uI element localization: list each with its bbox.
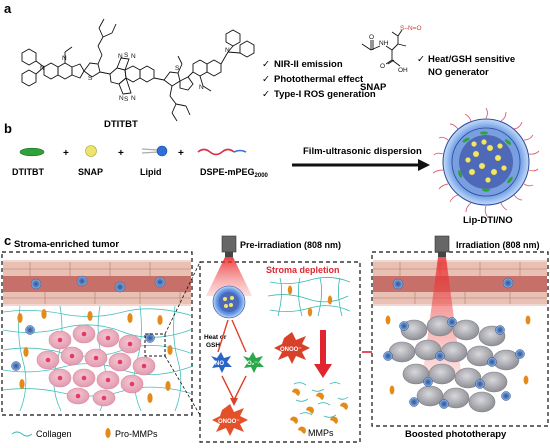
onoo-starburst-icon [212,404,248,436]
big-red-down-arrow-icon [314,364,332,378]
dtitbt-particle-icon [19,147,45,157]
panel-c: c Stroma-enriched tumor [1,233,549,443]
feature-item: ✓ Type-I ROS generation [262,89,376,100]
atom-oh: OH [398,67,408,74]
atom-n-left: N [40,65,45,72]
dspe-mpeg-subscript: 2000 [255,173,269,179]
heat-gsh-line1: Heat or [204,334,227,341]
atom-s-core-2: S [124,96,129,103]
snap-atom-labels: O NH O OH S–N=O [369,25,422,74]
mid-nanoparticle [212,285,246,319]
mid-title: Pre-irradiation (808 nm) [240,240,341,250]
arrow-to-no-icon [217,319,229,353]
no-starburst-icon [211,352,232,373]
check-mark-icon: ✓ [417,54,425,65]
feature-item: ✓ Photothermal effect [262,74,364,85]
atom-o: O [369,34,374,41]
component-label: Lipid [140,167,162,177]
liposome-nanoparticle [432,107,540,217]
product-label: Lip-DTI/NO [463,215,513,226]
o2-label: O₂⁻· [247,361,260,367]
laser-device-icon [221,235,237,253]
atom-n-carbazole-right: N [199,84,204,91]
plus-sign: + [63,148,69,159]
compound-dtitbt-label: DTITBT [104,119,138,130]
mmps-legend-icon [298,426,306,434]
left-title: Stroma-enriched tumor [14,239,119,250]
promm-legend-icon [105,428,111,438]
atom-s-core-1: S [124,52,129,59]
stroma-tumor-box [1,251,201,416]
snap-description-line2: NO generator [428,67,489,78]
stroma-depletion-label: Stroma depletion [266,265,340,275]
check-mark-icon: ✓ [262,89,270,100]
no-label: NO [215,361,224,367]
atom-o: O [380,63,385,70]
compound-snap-label: SNAP [360,82,387,93]
dtitbt-structure [21,18,255,122]
dspe-mpeg-icon [197,148,235,156]
feature-text: Type-I ROS generation [274,89,376,100]
panel-b-label: b [4,121,12,136]
onoo-starburst-icon [274,332,310,364]
heat-gsh-line2: GSH [206,342,220,349]
check-mark-icon: ✓ [262,59,270,70]
atom-nh: NH [379,40,389,47]
feature-item: ✓ NIR-II emission [262,59,343,70]
snap-structure [361,29,407,67]
laser-device-icon [434,235,450,253]
atom-n-right: N [225,47,230,54]
dspe-mpeg-name: DSPE-mPEG [200,167,255,177]
atom-s-thiophene-right: S [175,65,180,72]
collagen-legend-icon [11,431,33,437]
atom-n-carbazole-left: N [62,55,67,62]
panel-c-label: c [4,233,11,248]
panel-a: a [4,1,515,130]
right-title: Irradiation (808 nm) [456,240,540,250]
arrow-to-o2-icon [231,319,247,353]
atom-n-core-1: N [118,53,123,60]
atom-n-core-3: N [119,95,124,102]
pre-irradiation-box: Pre-irradiation (808 nm) Stroma depletio… [199,235,361,443]
onoo-label-bottom: ONOO⁻ [218,419,240,425]
irradiation-box: Irradiation (808 nm) [371,235,549,427]
o2-starburst-icon [243,352,264,373]
snap-particle-icon [85,145,97,157]
process-label: Film-ultrasonic dispersion [303,146,422,157]
laser-beam [206,257,252,296]
atom-s-no: S–N=O [400,25,422,32]
boosted-label: Boosted phototherapy [405,429,507,440]
dtitbt-atom-labels: N N S N S N N S N S N N [40,47,230,103]
component-label: SNAP [78,167,103,177]
process-arrowhead-icon [418,159,430,171]
mmps-label: MMPs [308,428,334,438]
atom-s-thiophene-left: S [88,75,93,82]
snap-description-line1: Heat/GSH sensitive [428,54,515,65]
atom-n-core-2: N [131,53,136,60]
plus-sign: + [118,148,124,159]
legend-promm: Pro-MMPs [115,429,158,439]
legend-collagen: Collagen [36,429,72,439]
panel-a-label: a [4,1,12,16]
atom-n-core-4: N [131,95,136,102]
onoo-label-right: ONOO⁻ [280,347,302,353]
feature-text: Photothermal effect [274,74,364,85]
check-mark-icon: ✓ [262,74,270,85]
plus-sign: + [178,148,184,159]
component-label: DSPE-mPEG2000 [200,167,269,179]
feature-text: NIR-II emission [274,59,343,70]
panel-b: b DTITBT + SNAP + Lipid + DSPE-mPEG2000 … [4,107,540,226]
dspe-mpeg-tail-icon [233,149,247,153]
lipid-icon [141,145,168,157]
component-label: DTITBT [12,167,44,177]
feature-list: ✓ NIR-II emission ✓ Photothermal effect … [262,59,376,100]
